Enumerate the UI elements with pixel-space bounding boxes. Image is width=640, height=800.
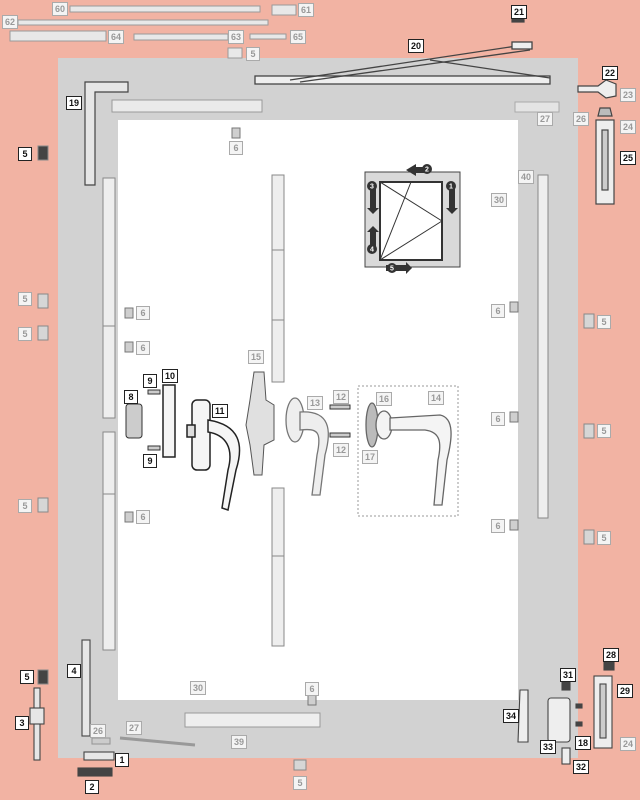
part-label: 28 — [603, 648, 620, 662]
part-label: 5 — [597, 531, 611, 545]
rail-27-top — [514, 101, 560, 113]
bottom-left-parts — [29, 639, 115, 777]
part-label: 6 — [305, 682, 319, 696]
part-label: 62 — [2, 15, 19, 29]
part-label: 17 — [362, 450, 379, 464]
part-label: 5 — [18, 327, 32, 341]
part-label: 26 — [573, 112, 590, 126]
part-label: 5 — [597, 424, 611, 438]
part-label: 21 — [511, 5, 528, 19]
part-label: 32 — [573, 760, 590, 774]
part-62 — [17, 19, 269, 26]
bottom-rail — [184, 712, 321, 728]
handle-icon — [162, 384, 241, 511]
part-label: 13 — [307, 396, 324, 410]
center-rails — [271, 174, 285, 647]
keeper-icon — [124, 127, 519, 706]
handle-14-box — [357, 385, 459, 517]
handle-13-icon — [285, 397, 329, 496]
part-label: 9 — [143, 454, 157, 468]
stay-arm-icon — [254, 41, 551, 85]
part-label: 14 — [428, 391, 445, 405]
corner-hinge-icon — [84, 81, 129, 186]
part-label: 24 — [620, 120, 637, 134]
part-label: 5 — [20, 670, 34, 684]
part-label: 12 — [333, 443, 350, 457]
part-5-top — [227, 47, 243, 59]
gearbox-icon — [245, 371, 275, 476]
window-opening-symbol-icon — [364, 164, 461, 274]
part-label: 10 — [162, 369, 179, 383]
part-label: 5 — [18, 292, 32, 306]
part-label: 6 — [136, 510, 150, 524]
part-label: 61 — [298, 3, 315, 17]
step-label: 4 — [370, 247, 374, 254]
part-label: 6 — [136, 341, 150, 355]
part-label: 16 — [376, 392, 393, 406]
part-label: 5 — [246, 47, 260, 61]
part-label: 6 — [229, 141, 243, 155]
part-label: 27 — [537, 112, 554, 126]
part-label: 8 — [124, 390, 138, 404]
opening-step-labels: 1 2 3 4 5 — [370, 167, 453, 273]
part-label: 11 — [212, 404, 228, 418]
part-label: 64 — [108, 30, 125, 44]
left-rails — [102, 177, 116, 651]
right-rail — [537, 174, 549, 519]
part-label: 4 — [67, 664, 81, 678]
screw-icon — [125, 389, 351, 451]
step-label: 2 — [425, 167, 429, 174]
part-label: 33 — [540, 740, 557, 754]
handle-14-icon — [365, 402, 452, 506]
part-label: 20 — [408, 39, 425, 53]
part-label: 26 — [90, 724, 107, 738]
part-label: 23 — [620, 88, 637, 102]
part-label: 65 — [290, 30, 307, 44]
part-label: 6 — [136, 306, 150, 320]
bottom-right-parts — [517, 661, 615, 765]
part-label: 31 — [560, 668, 577, 682]
part-label: 1 — [115, 753, 129, 767]
rail-27-bottom — [119, 736, 196, 747]
hinge-icon — [511, 11, 617, 205]
part-label: 30 — [491, 193, 508, 207]
part-label: 6 — [491, 304, 505, 318]
part-label: 29 — [617, 684, 634, 698]
part-label: 27 — [126, 721, 143, 735]
part-label: 5 — [597, 315, 611, 329]
part-64 — [9, 30, 107, 42]
top-rail — [111, 99, 263, 113]
part-label: 9 — [143, 374, 157, 388]
part-label: 18 — [575, 736, 592, 750]
part-label: 25 — [620, 151, 637, 165]
part-label: 5 — [18, 499, 32, 513]
part-label: 39 — [231, 735, 248, 749]
part-63 — [133, 33, 229, 41]
part-label: 6 — [491, 412, 505, 426]
part-60 — [69, 5, 261, 13]
part-label: 63 — [228, 30, 245, 44]
part-label: 2 — [85, 780, 99, 794]
part-label: 60 — [52, 2, 69, 16]
part-5-icons — [37, 145, 595, 771]
step-label: 1 — [449, 184, 453, 191]
part-label: 3 — [15, 716, 29, 730]
part-label: 30 — [190, 681, 207, 695]
part-61 — [271, 4, 297, 16]
part-label: 15 — [248, 350, 265, 364]
step-label: 3 — [370, 184, 374, 191]
part-label: 22 — [602, 66, 619, 80]
part-label: 5 — [293, 776, 307, 790]
part-label: 24 — [620, 737, 637, 751]
part-label: 40 — [518, 170, 535, 184]
part-label: 19 — [66, 96, 83, 110]
part-label: 12 — [333, 390, 350, 404]
part-label: 34 — [503, 709, 520, 723]
part-label: 6 — [491, 519, 505, 533]
part-65 — [249, 33, 287, 40]
step-label: 5 — [390, 266, 394, 273]
part-label: 5 — [18, 147, 32, 161]
